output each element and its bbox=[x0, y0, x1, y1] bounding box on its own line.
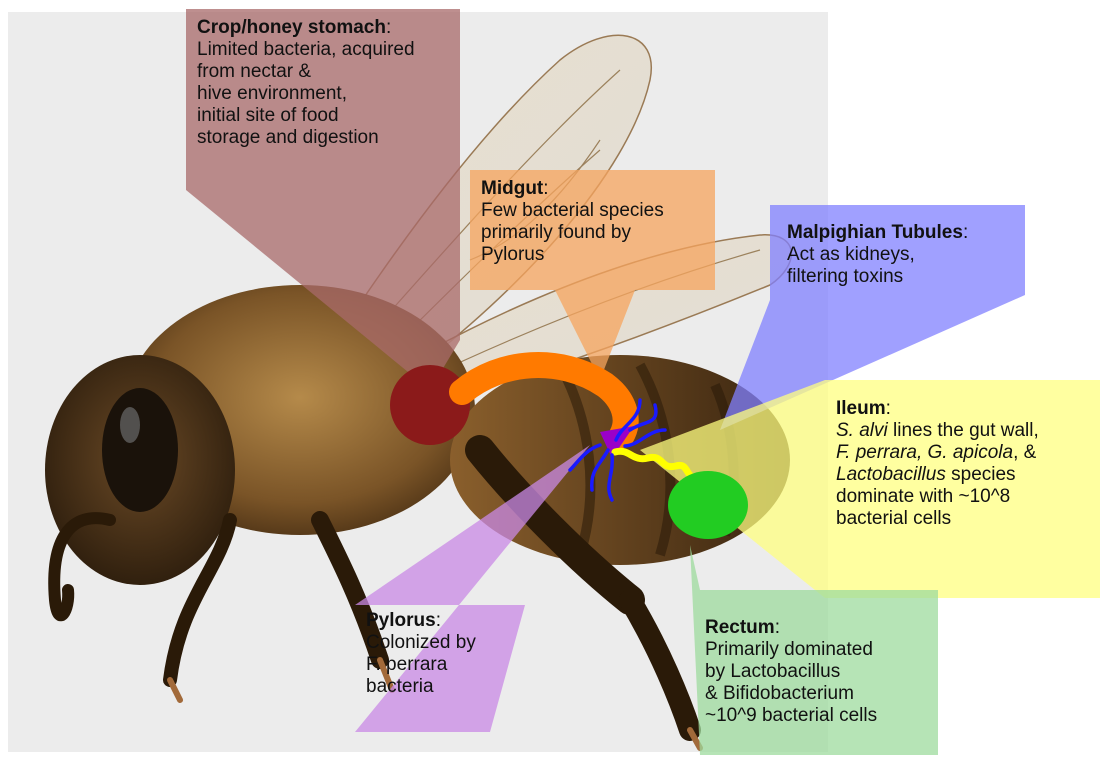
malpighian-title: Malpighian Tubules bbox=[787, 222, 963, 243]
crop-line: initial site of food bbox=[197, 105, 415, 127]
pylorus-title-colon: : bbox=[436, 610, 441, 631]
ileum-line: , & bbox=[1013, 442, 1036, 463]
crop-line: hive environment, bbox=[197, 83, 415, 105]
midgut-line: Pylorus bbox=[481, 244, 664, 266]
malpighian-label: Malpighian Tubules: Act as kidneys, filt… bbox=[787, 222, 968, 288]
midgut-line: primarily found by bbox=[481, 222, 664, 244]
rectum-line: ~10^9 bacterial cells bbox=[705, 705, 877, 727]
crop-label: Crop/honey stomach: Limited bacteria, ac… bbox=[197, 17, 415, 149]
malpighian-title-colon: : bbox=[963, 222, 968, 243]
midgut-title-colon: : bbox=[543, 178, 548, 199]
eye-highlight bbox=[120, 407, 140, 443]
midgut-label: Midgut: Few bacterial species primarily … bbox=[481, 178, 664, 266]
rectum-label: Rectum: Primarily dominated by Lactobaci… bbox=[705, 617, 877, 727]
rectum-title-colon: : bbox=[775, 617, 780, 638]
rectum-line: by Lactobacillus bbox=[705, 661, 877, 683]
pylorus-label: Pylorus: Colonized by F. perrara bacteri… bbox=[366, 610, 476, 698]
pylorus-line: Colonized by bbox=[366, 632, 476, 654]
pylorus-line: F. perrara bbox=[366, 654, 476, 676]
ileum-title-colon: : bbox=[886, 398, 891, 419]
ileum-line: species bbox=[946, 464, 1016, 485]
ileum-title: Ileum bbox=[836, 398, 886, 419]
malpighian-line: filtering toxins bbox=[787, 266, 968, 288]
crop-line: from nectar & bbox=[197, 61, 415, 83]
ileum-species-italic: S. alvi bbox=[836, 420, 888, 441]
rectum-title: Rectum bbox=[705, 617, 775, 638]
ileum-label: Ileum: S. alvi lines the gut wall, F. pe… bbox=[836, 398, 1039, 530]
crop-marker bbox=[390, 365, 470, 445]
ileum-line: dominate with ~10^8 bbox=[836, 486, 1039, 508]
ileum-species-italic: Lactobacillus bbox=[836, 464, 946, 485]
rectum-line: Primarily dominated bbox=[705, 639, 877, 661]
malpighian-line: Act as kidneys, bbox=[787, 244, 968, 266]
compound-eye bbox=[102, 388, 178, 512]
crop-line: Limited bacteria, acquired bbox=[197, 39, 415, 61]
pylorus-title: Pylorus bbox=[366, 610, 436, 631]
midgut-line: Few bacterial species bbox=[481, 200, 664, 222]
ileum-species-italic: F. perrara, G. apicola bbox=[836, 442, 1013, 463]
pylorus-line: bacteria bbox=[366, 676, 476, 698]
rectum-marker bbox=[668, 471, 748, 539]
crop-title: Crop/honey stomach bbox=[197, 17, 386, 38]
ileum-line: bacterial cells bbox=[836, 508, 1039, 530]
midgut-title: Midgut bbox=[481, 178, 543, 199]
crop-title-colon: : bbox=[386, 17, 391, 38]
ileum-line: lines the gut wall, bbox=[888, 420, 1039, 441]
rectum-line: & Bifidobacterium bbox=[705, 683, 877, 705]
crop-line: storage and digestion bbox=[197, 127, 415, 149]
